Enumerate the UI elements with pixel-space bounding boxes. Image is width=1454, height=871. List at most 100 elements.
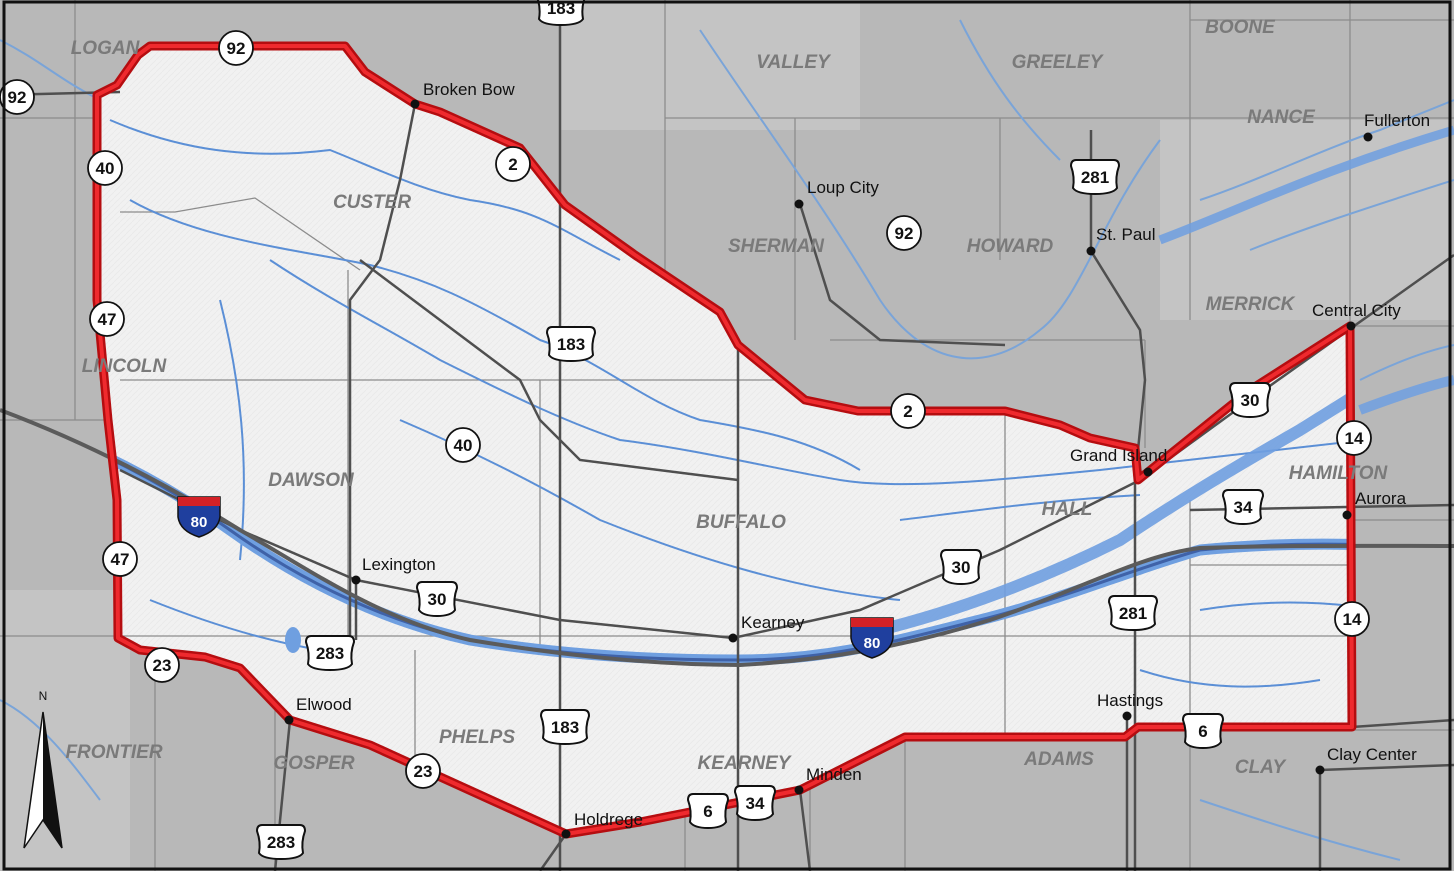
us-route-shield: 183 bbox=[536, 0, 586, 27]
us-route-shield: 34 bbox=[1221, 489, 1265, 526]
interstate-shield: 80 bbox=[850, 617, 894, 659]
city-label: St. Paul bbox=[1096, 225, 1156, 244]
state-route-number: 23 bbox=[414, 762, 433, 781]
city-label: Hastings bbox=[1097, 691, 1163, 710]
city-label: Central City bbox=[1312, 301, 1401, 320]
city-marker: Central City bbox=[1312, 301, 1401, 331]
us-route-number: 283 bbox=[316, 644, 344, 663]
county-label: LINCOLN bbox=[82, 356, 168, 377]
city-marker: Kearney bbox=[728, 613, 805, 643]
us-route-number: 30 bbox=[1241, 391, 1260, 410]
interstate-shield-top bbox=[178, 497, 220, 506]
county-label: BOONE bbox=[1205, 17, 1276, 38]
state-route-circle bbox=[405, 753, 441, 789]
county-label: MERRICK bbox=[1206, 294, 1296, 315]
us-route-outline bbox=[686, 793, 730, 830]
county-label: GOSPER bbox=[273, 753, 355, 774]
us-route-shield: 34 bbox=[733, 785, 777, 822]
city-dot bbox=[794, 785, 804, 795]
city-dot bbox=[1315, 765, 1325, 775]
interstate-shield-body bbox=[850, 617, 894, 659]
city-label: Grand Island bbox=[1070, 446, 1167, 465]
state-route-circle bbox=[89, 301, 125, 337]
state-route-number: 2 bbox=[508, 155, 517, 174]
state-route-circle bbox=[1334, 601, 1370, 637]
interstate-shield-body bbox=[177, 496, 221, 538]
state-route-shield: 92 bbox=[886, 215, 922, 251]
state-route-number: 92 bbox=[895, 224, 914, 243]
loup-river bbox=[1158, 125, 1454, 245]
city-label: Fullerton bbox=[1364, 111, 1430, 130]
city-marker: Aurora bbox=[1342, 489, 1407, 520]
us-route-shield: 281 bbox=[1069, 159, 1121, 196]
us-route-number: 281 bbox=[1081, 168, 1109, 187]
state-route-circle bbox=[1336, 420, 1372, 456]
state-route-number: 40 bbox=[96, 159, 115, 178]
state-route-number: 47 bbox=[111, 550, 130, 569]
us-route-outline bbox=[1069, 159, 1121, 196]
outside-rivers bbox=[0, 19, 1454, 861]
state-route-shield: 92 bbox=[0, 79, 35, 115]
county-label: FRONTIER bbox=[65, 742, 162, 763]
city-marker: Elwood bbox=[284, 695, 352, 725]
us-route-outline bbox=[545, 326, 597, 363]
city-dot bbox=[728, 633, 738, 643]
us-route-outline bbox=[1181, 713, 1225, 750]
county-label: BUFFALO bbox=[696, 512, 786, 533]
city-label: Broken Bow bbox=[423, 80, 515, 99]
city-marker: Grand Island bbox=[1070, 446, 1167, 477]
us-route-number: 6 bbox=[1198, 722, 1207, 741]
us-route-shield: 183 bbox=[539, 709, 591, 746]
city-marker: Loup City bbox=[794, 178, 879, 209]
us-route-outline bbox=[733, 785, 777, 822]
north-arrow: N bbox=[23, 689, 63, 849]
interstate-number: 80 bbox=[864, 635, 881, 652]
state-route-shield: 2 bbox=[495, 146, 531, 182]
county-label: HOWARD bbox=[967, 236, 1054, 257]
us-route-number: 183 bbox=[551, 718, 579, 737]
city-marker: Holdrege bbox=[561, 810, 643, 839]
city-label: Holdrege bbox=[574, 810, 643, 829]
us-route-number: 30 bbox=[428, 590, 447, 609]
state-route-shield: 40 bbox=[445, 427, 481, 463]
city-marker: Broken Bow bbox=[410, 80, 515, 109]
us-route-number: 183 bbox=[547, 0, 575, 18]
us-route-outline bbox=[939, 549, 983, 586]
us-route-outline bbox=[536, 0, 586, 27]
state-route-circle bbox=[445, 427, 481, 463]
us-route-shield: 281 bbox=[1107, 595, 1159, 632]
state-route-number: 14 bbox=[1345, 429, 1364, 448]
state-route-number: 2 bbox=[903, 402, 912, 421]
county-label: NANCE bbox=[1247, 107, 1316, 128]
us-route-outline bbox=[1221, 489, 1265, 526]
city-dot bbox=[1122, 711, 1132, 721]
state-route-shield: 47 bbox=[102, 541, 138, 577]
us-route-outline bbox=[255, 824, 307, 861]
state-route-shield: 92 bbox=[218, 30, 254, 66]
state-route-circle bbox=[886, 215, 922, 251]
us-route-shield: 30 bbox=[939, 549, 983, 586]
county-label: LOGAN bbox=[71, 38, 141, 59]
city-dot bbox=[410, 99, 420, 109]
state-route-circle bbox=[102, 541, 138, 577]
county-label: HAMILTON bbox=[1289, 463, 1389, 484]
us-route-shield: 30 bbox=[1228, 382, 1272, 419]
city-label: Clay Center bbox=[1327, 745, 1417, 764]
county-label: PHELPS bbox=[439, 727, 515, 748]
platte-river-east bbox=[1358, 375, 1454, 415]
interstate-number: 80 bbox=[191, 514, 208, 531]
city-label: Aurora bbox=[1355, 489, 1407, 508]
us-route-outline bbox=[1228, 382, 1272, 419]
city-dot bbox=[1086, 246, 1096, 256]
city-dot bbox=[1342, 510, 1352, 520]
city-label: Elwood bbox=[296, 695, 352, 714]
city-dot bbox=[1363, 132, 1373, 142]
us-route-number: 34 bbox=[1234, 498, 1253, 517]
city-label: Minden bbox=[806, 765, 862, 784]
